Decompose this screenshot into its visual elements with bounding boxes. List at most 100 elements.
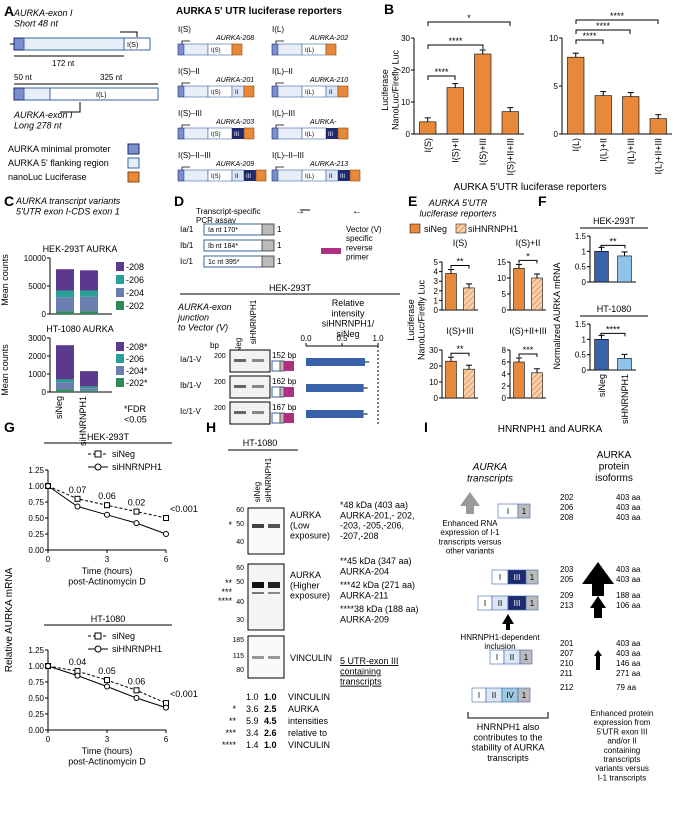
point [45, 483, 51, 489]
legend-entry: siHNRNPH1 [112, 644, 162, 654]
point [104, 511, 110, 518]
inclusion-arrow [502, 614, 514, 630]
reporter-label: I(L)–II–III [272, 151, 304, 160]
stack-segment [80, 270, 98, 291]
band-note: *48 kDa (403 aa)AURKA-201,- 202,-203, -2… [340, 500, 415, 541]
bp-size: 162 bp [272, 377, 297, 386]
transcript-id: 201 [560, 639, 574, 648]
category-label: I(S)+II [450, 138, 460, 163]
stack-segment [56, 389, 74, 392]
marker: 40 [236, 599, 244, 606]
legend-entry: -202* [126, 378, 148, 388]
assay-id: Ic/1 [180, 257, 193, 266]
p-value: 0.02 [128, 498, 146, 508]
svg-text:I(L): I(L) [305, 90, 314, 96]
transcript-id: 207 [560, 649, 574, 658]
tick-label: 0.5 [336, 334, 348, 343]
blot-low [247, 507, 285, 555]
quant-a: 1.0 [246, 692, 259, 702]
svg-text:II: II [235, 90, 239, 96]
panel-g-letter: G [4, 419, 15, 435]
bar [567, 56, 585, 135]
tick-label: 10 [429, 378, 438, 387]
tick-label: 6 [502, 358, 507, 367]
up-arrow-gray [460, 492, 480, 514]
marker: 115 [233, 653, 244, 660]
sig-marker: **** [582, 31, 597, 41]
reporter-label: I(S)–III [178, 109, 202, 118]
chart-title: HT-1080 [597, 304, 632, 314]
category-label: siHNRNPH1 [78, 396, 88, 446]
point [104, 502, 110, 509]
fdr-note: *FDR<0.05 [124, 404, 147, 424]
svg-text:II: II [510, 653, 514, 662]
quant-a: 1.4 [246, 740, 259, 750]
nt50: 50 nt [14, 73, 33, 82]
short-exon-box [123, 37, 151, 51]
point [163, 704, 169, 711]
legend-entry: siNeg [112, 449, 135, 459]
short-promoter-box [13, 37, 25, 51]
svg-text:III: III [246, 174, 251, 180]
tick-label: 30 [401, 34, 410, 43]
tick-label: 8 [502, 346, 507, 355]
tick-label: 15 [497, 258, 506, 267]
svg-text:I(L): I(L) [305, 174, 314, 180]
tick-label: 0 [502, 394, 507, 403]
transcript-id: 203 [560, 565, 574, 574]
stack-segment [80, 296, 98, 312]
bar [513, 268, 525, 311]
svg-text:I(L): I(L) [305, 48, 314, 54]
svg-text:II: II [329, 90, 333, 96]
category-label: I(S)+II+III [505, 138, 515, 176]
lane-sineg: siNeg [234, 338, 243, 358]
quant-b: 2.6 [264, 728, 277, 738]
quant-b: 1.0 [264, 692, 277, 702]
svg-text:1: 1 [277, 257, 282, 266]
reporter-title: AURKA 5' UTR luciferase reporters [176, 6, 342, 17]
chart-title: HEK-293T [87, 432, 130, 442]
bar [622, 96, 640, 135]
svg-text:1: 1 [530, 599, 535, 608]
bar [445, 360, 457, 399]
quant-text: AURKA [288, 704, 319, 714]
svg-text:III: III [340, 174, 345, 180]
quant-star: * [232, 704, 236, 714]
stack-segment [56, 269, 74, 291]
tick-label: 1.25 [28, 466, 44, 475]
bar [463, 287, 475, 311]
tick-label: 4 [502, 370, 507, 379]
bar [446, 87, 464, 135]
panel-e-letter: E [408, 193, 417, 209]
sig-marker: **** [434, 67, 449, 77]
tick-label: 0.75 [28, 498, 44, 507]
p-value: <0.001 [170, 689, 198, 699]
gel-row-label: Ib/1-V [180, 381, 202, 390]
p-value: 0.04 [69, 657, 87, 667]
p-value: <0.001 [170, 504, 198, 514]
tick-label: 0 [46, 735, 51, 744]
panel-c-ylabel-ht: Mean counts [0, 344, 10, 396]
svg-text:III: III [234, 132, 239, 138]
legend-entry: siHNRNPH1 [112, 462, 162, 472]
tick-label: 0 [502, 306, 507, 315]
long-flank-box [23, 87, 51, 101]
long-promoter-box [13, 87, 25, 101]
isoform: 403 aa [616, 565, 641, 574]
tick-label: 10 [549, 34, 558, 43]
quant-star: ** [229, 716, 237, 726]
panel-c-ylabel-hek: Mean counts [0, 254, 10, 306]
big-arrow [582, 562, 614, 596]
sig-marker: * [467, 13, 471, 23]
transcript-id: 213 [560, 601, 574, 610]
panel-h-letter: H [206, 419, 216, 435]
chart-title: I(S)+II [516, 238, 541, 248]
